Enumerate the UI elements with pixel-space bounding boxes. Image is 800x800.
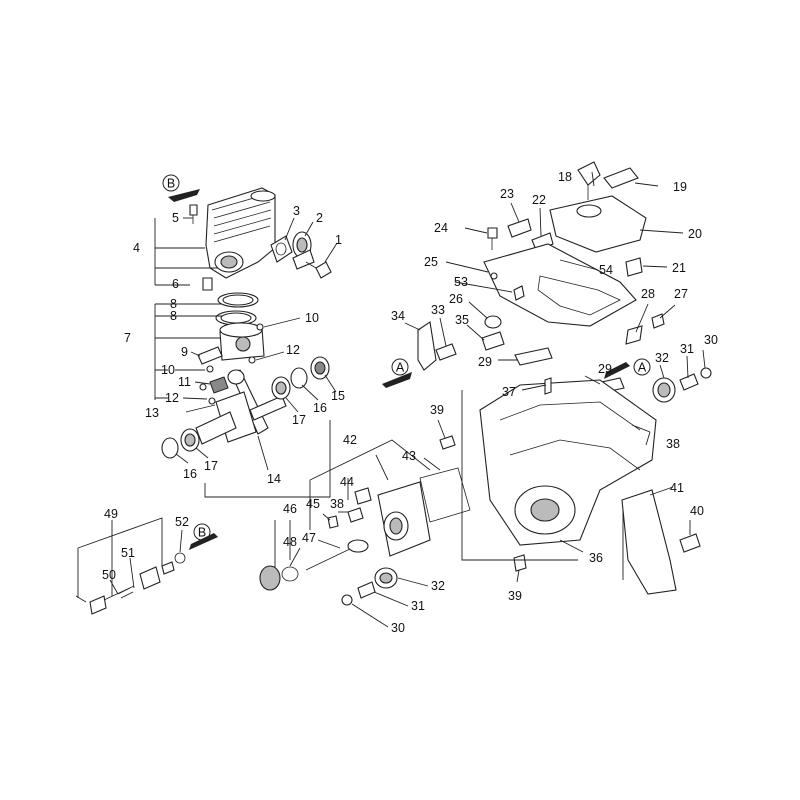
callout-17b: 17 <box>204 459 218 473</box>
callout-32b: 32 <box>431 579 445 593</box>
callout-8a: 8 <box>170 297 177 311</box>
marker-b-bottom: B <box>189 523 218 550</box>
top-cover-assembly <box>417 161 665 396</box>
callout-19: 19 <box>673 180 687 194</box>
callout-7: 7 <box>124 331 131 345</box>
callout-38b: 38 <box>330 497 344 511</box>
callout-23: 23 <box>500 187 514 201</box>
valve-assembly <box>75 552 186 615</box>
callout-53: 53 <box>454 275 468 289</box>
callout-17a: 17 <box>292 413 306 427</box>
callout-45: 45 <box>306 497 320 511</box>
callout-25: 25 <box>424 255 438 269</box>
callout-48: 48 <box>283 535 297 549</box>
callout-29b: 29 <box>598 362 612 376</box>
callout-26: 26 <box>449 292 463 306</box>
callout-34: 34 <box>391 309 405 323</box>
callout-41: 41 <box>670 481 684 495</box>
callout-1: 1 <box>335 233 342 247</box>
callout-16a: 16 <box>313 401 327 415</box>
cylinder-assembly <box>189 187 332 291</box>
callout-39b: 39 <box>508 589 522 603</box>
marker-a-arrow-icon <box>382 372 412 388</box>
callout-36: 36 <box>589 551 603 565</box>
callout-5: 5 <box>172 211 179 225</box>
callout-12a: 12 <box>286 343 300 357</box>
callout-30a: 30 <box>704 333 718 347</box>
callout-30b: 30 <box>391 621 405 635</box>
callout-22: 22 <box>532 193 546 207</box>
callout-31b: 31 <box>411 599 425 613</box>
callout-49: 49 <box>104 507 118 521</box>
callout-16b: 16 <box>183 467 197 481</box>
callout-9: 9 <box>181 345 188 359</box>
callout-27: 27 <box>674 287 688 301</box>
callout-20: 20 <box>688 227 702 241</box>
callout-40: 40 <box>690 504 704 518</box>
callout-47: 47 <box>302 531 316 545</box>
piston-crank-assembly <box>161 292 330 459</box>
clutch-side-assembly <box>259 467 471 606</box>
callout-46: 46 <box>283 502 297 516</box>
callout-31a: 31 <box>680 342 694 356</box>
callout-3: 3 <box>293 204 300 218</box>
callout-42: 42 <box>343 433 357 447</box>
callout-54: 54 <box>599 263 613 277</box>
callout-2: 2 <box>316 211 323 225</box>
leader-lines <box>77 171 706 628</box>
callout-12b: 12 <box>165 391 179 405</box>
callout-11: 11 <box>178 375 191 389</box>
callout-14: 14 <box>267 472 281 486</box>
callout-50: 50 <box>102 568 116 582</box>
marker-a-label: A <box>638 361 647 375</box>
marker-a-arrow-icon <box>604 362 630 379</box>
callout-39a: 39 <box>430 403 444 417</box>
callout-44: 44 <box>340 475 354 489</box>
marker-b-arrow-icon <box>168 189 200 202</box>
callout-33: 33 <box>431 303 445 317</box>
callout-43: 43 <box>402 449 416 463</box>
callout-32a: 32 <box>655 351 669 365</box>
marker-b-label: B <box>167 177 175 191</box>
callout-29a: 29 <box>478 355 492 369</box>
marker-b-label: B <box>198 526 206 540</box>
callout-6: 6 <box>172 277 179 291</box>
callout-8b: 8 <box>170 309 177 323</box>
callout-24: 24 <box>434 221 448 235</box>
callout-10a: 10 <box>305 311 319 325</box>
callout-52: 52 <box>175 515 189 529</box>
crankcase-assembly <box>439 367 712 595</box>
callout-10b: 10 <box>161 363 175 377</box>
callout-15: 15 <box>331 389 345 403</box>
callout-4: 4 <box>133 241 140 255</box>
marker-b-top: B <box>162 174 200 202</box>
marker-a-label: A <box>396 361 405 375</box>
callout-28: 28 <box>641 287 655 301</box>
marker-a-left: A <box>382 358 412 388</box>
callout-37: 37 <box>502 385 516 399</box>
callout-38a: 38 <box>666 437 680 451</box>
callout-35: 35 <box>455 313 469 327</box>
callout-numbers: 1 2 3 4 5 6 7 8 8 9 10 10 11 12 12 13 14… <box>102 170 718 635</box>
callout-13: 13 <box>145 406 159 420</box>
marker-b-arrow-icon <box>189 533 218 550</box>
callout-18: 18 <box>558 170 572 184</box>
callout-21: 21 <box>672 261 686 275</box>
marker-a-right: A <box>604 358 651 379</box>
callout-51: 51 <box>121 546 135 560</box>
